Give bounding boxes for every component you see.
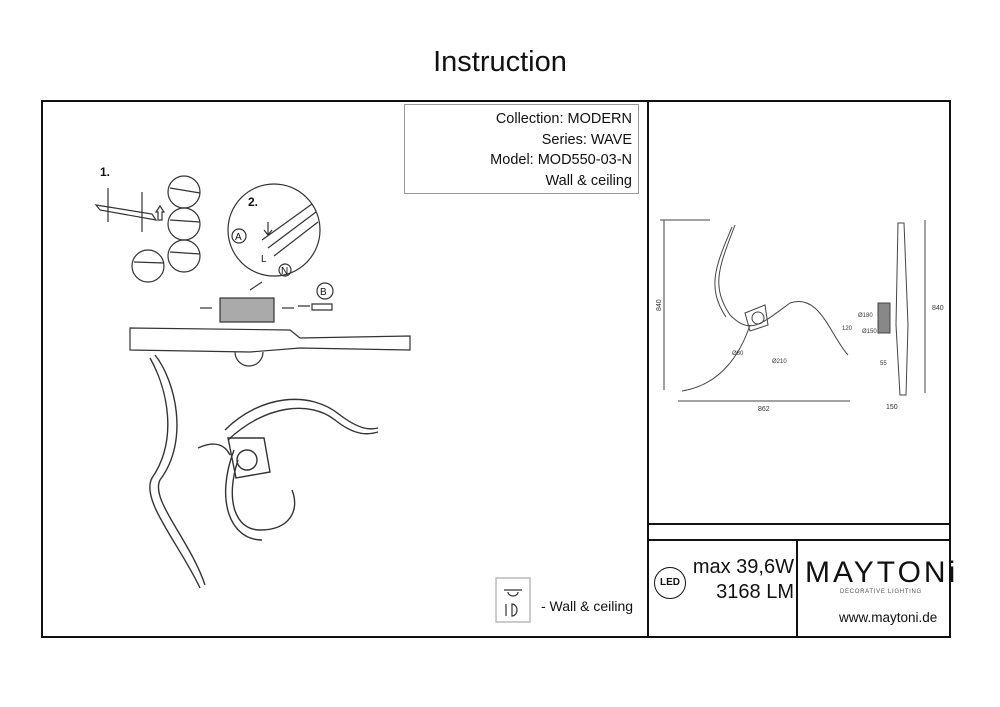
series-label: Series: WAVE: [541, 131, 632, 148]
dim-height-side: 840: [932, 305, 944, 312]
brand-url: www.maytoni.de: [839, 610, 938, 625]
power-label: max 39,6W: [692, 556, 794, 578]
step2-label: 2.: [248, 195, 258, 209]
label-b: B: [320, 287, 327, 298]
product-info-box: Collection: MODERN Series: WAVE Model: M…: [404, 104, 639, 194]
drawing-frame: [41, 100, 951, 638]
product-top-view: [149, 354, 379, 589]
dim-base-inner: Ø150: [862, 329, 877, 335]
divider: [647, 523, 949, 525]
dim-base-outer: Ø180: [858, 313, 873, 319]
step1-label: 1.: [100, 165, 110, 179]
lumens-label: 3168 LM: [716, 581, 794, 603]
dimension-drawing: 840 862 Ø80 Ø210 840 150 55 120 Ø180 Ø15…: [656, 219, 944, 413]
page-title: Instruction: [433, 46, 567, 78]
led-badge: LED: [654, 567, 686, 599]
dim-dia-large: Ø210: [772, 359, 787, 365]
brand-logo: MAYTONi: [805, 556, 959, 589]
column-divider: [647, 100, 649, 636]
dim-height-front: 840: [656, 299, 663, 311]
dim-dia-small: Ø80: [732, 351, 744, 357]
canopy-diagram: B: [129, 281, 411, 367]
divider: [647, 539, 949, 541]
legend-icon: [495, 577, 531, 623]
mounting-bar-diagram: [94, 175, 201, 283]
collection-label: Collection: MODERN: [495, 111, 632, 127]
dim-depth-side: 150: [886, 404, 898, 411]
divider: [796, 539, 798, 636]
label-l: L: [261, 254, 267, 265]
spec-block: max 39,6W 3168 LM: [680, 555, 794, 605]
legend-label: - Wall & ceiling: [541, 598, 634, 614]
assembly-drawing: 1. 2. A L N B: [94, 165, 531, 623]
mounting-label: Wall & ceiling: [545, 172, 633, 189]
dim-mount-spacing: 120: [842, 326, 853, 332]
label-n: N: [281, 266, 288, 277]
dim-offset: 55: [880, 361, 887, 367]
label-a: A: [235, 232, 242, 243]
brand-tagline: DECORATIVE LIGHTING: [840, 589, 922, 595]
dim-width-front: 862: [758, 406, 770, 413]
wiring-diagram: 2. A L N: [227, 183, 321, 277]
model-label: Model: MOD550-03-N: [490, 152, 632, 168]
